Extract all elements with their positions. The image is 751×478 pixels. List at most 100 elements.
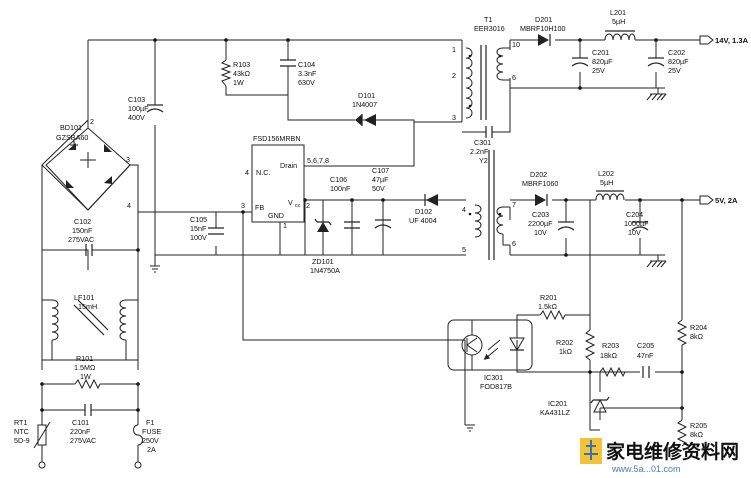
- l202-value: 5µH: [600, 178, 613, 187]
- r204-ref: R204: [690, 323, 707, 332]
- t1-pin10: 10: [512, 40, 520, 49]
- f1-rating: 250V: [142, 436, 159, 445]
- zd101-ref: ZD101: [312, 257, 334, 266]
- capacitor-c301: C301 2.2nF Y2: [462, 88, 511, 165]
- r202-value: 1kΩ: [559, 347, 573, 356]
- ic101-pin1: 1: [283, 221, 287, 230]
- c107-rating: 50V: [372, 184, 385, 193]
- c201-value: 820µF: [592, 57, 613, 66]
- diode-d202: D202 MBRF1060: [522, 170, 558, 206]
- lf101-value: 15mH: [78, 302, 97, 311]
- ic101-drain: Drain: [280, 161, 297, 170]
- d102-ref: D102: [415, 207, 432, 216]
- r201-ref: R201: [540, 293, 557, 302]
- watermark-brand: 家电维修资料网: [606, 440, 739, 463]
- c103-ref: C103: [128, 95, 145, 104]
- c102-rating: 275VAC: [68, 235, 94, 244]
- ic-fsd156mrbn: FSD156MRBN N.C. Drain 5,6,7,8 FB V cc GN…: [241, 134, 390, 230]
- ic201-part: KA431LZ: [540, 408, 571, 417]
- t1-pin6: 6: [512, 73, 516, 82]
- ic101-vcc: V: [288, 198, 293, 207]
- c106-value: 100nF: [330, 184, 351, 193]
- capacitor-c104: C104 3.3nF 630V: [280, 59, 317, 87]
- d202-part: MBRF1060: [522, 179, 558, 188]
- resistor-r101: R101 1.5MΩ 1W: [74, 354, 101, 390]
- r202-ref: R202: [556, 338, 573, 347]
- c106-ref: C106: [330, 175, 347, 184]
- ntc-rt1: RT1 NTC 5D-9: [14, 418, 51, 449]
- ic201-ref: IC201: [548, 399, 567, 408]
- c107-value: 47µF: [372, 175, 389, 184]
- shunt-regulator-ic201: IC201 KA431LZ: [540, 395, 610, 431]
- inductor-l202: L202 5µH: [590, 169, 625, 201]
- r201-value: 1.5kΩ: [538, 302, 558, 311]
- ic101-pin3: 3: [241, 201, 245, 210]
- capacitor-c205: C205 47nF: [637, 341, 654, 378]
- c201-ref: C201: [592, 48, 609, 57]
- c102-ref: C102: [74, 217, 91, 226]
- c103-value: 100µF: [128, 104, 149, 113]
- ic101-vcc-sub: cc: [295, 203, 301, 209]
- c104-value: 3.3nF: [298, 69, 317, 78]
- capacitor-c201: C201 820µF 25V: [571, 48, 613, 75]
- r203-value: 18kΩ: [600, 351, 618, 360]
- r101-rating: 1W: [80, 372, 91, 381]
- resistor-r205: R205 8kΩ: [676, 419, 707, 447]
- d201-part: MBRF10H100: [520, 24, 566, 33]
- c203-value: 2200µF: [528, 219, 553, 228]
- t1-ref: T1: [484, 15, 492, 24]
- c202-ref: C202: [668, 48, 685, 57]
- resistor-r203: R203 18kΩ: [599, 341, 626, 378]
- c204-value: 1000µF: [624, 219, 649, 228]
- t1-pin2: 2: [452, 71, 456, 80]
- t1-part: EER3016: [474, 24, 505, 33]
- c107-ref: C107: [372, 166, 389, 175]
- ground-14v: [646, 88, 667, 101]
- zd101-part: 1N4750A: [310, 266, 340, 275]
- ic101-nc: N.C.: [256, 168, 270, 177]
- r204-value: 8kΩ: [690, 332, 704, 341]
- capacitor-c101: C101 220nF 275VAC: [70, 404, 100, 445]
- rt1-type: NTC: [14, 427, 29, 436]
- l201-ref: L201: [610, 8, 626, 17]
- capacitor-c202: C202 820µF 25V: [647, 48, 689, 75]
- capacitor-c107: C107 47µF 50V: [372, 166, 392, 229]
- rt1-part: 5D-9: [14, 436, 30, 445]
- capacitor-c106: C106 100nF: [330, 175, 360, 229]
- c104-rating: 630V: [298, 78, 315, 87]
- d101-part: 1N4007: [352, 100, 377, 109]
- zener-zd101: ZD101 1N4750A: [310, 210, 340, 275]
- l202-ref: L202: [598, 169, 614, 178]
- c102-value: 150nF: [72, 226, 93, 235]
- ic101-gnd: GND: [268, 211, 284, 220]
- resistor-r204: R204 8kΩ: [676, 319, 707, 346]
- ac-input-terminals: [38, 461, 142, 469]
- d102-part: UF 4004: [409, 216, 437, 225]
- ic101-fb: FB: [255, 203, 264, 212]
- c204-rating: 10V: [628, 228, 641, 237]
- t1-pin3: 3: [452, 113, 456, 122]
- c101-ref: C101: [72, 418, 89, 427]
- ground-5v: [646, 255, 667, 268]
- t1-pin6-b: 6: [512, 239, 516, 248]
- c203-ref: C203: [532, 210, 549, 219]
- c301-class: Y2: [479, 156, 488, 165]
- c101-rating: 275VAC: [70, 436, 96, 445]
- ic301-ref: IC301: [484, 373, 503, 382]
- c103-rating: 400V: [128, 113, 145, 122]
- capacitor-c105: C105 15nF 100V: [190, 215, 224, 242]
- c105-rating: 100V: [190, 233, 207, 242]
- ic301-part: FOD817B: [480, 382, 512, 391]
- resistor-r201: R201 1.5kΩ: [538, 293, 566, 321]
- c105-ref: C105: [190, 215, 207, 224]
- c204-ref: C204: [626, 210, 643, 219]
- inductor-l201: L201 5µH: [604, 8, 636, 41]
- ic101-part: FSD156MRBN: [253, 134, 301, 143]
- c101-value: 220nF: [70, 427, 91, 436]
- capacitor-c102: C102 150nF 275VAC: [68, 217, 105, 256]
- bd101-part: GZSBA60: [56, 133, 88, 142]
- c301-ref: C301: [474, 138, 491, 147]
- t1-pin5: 5: [462, 245, 466, 254]
- out2-label: 5V, 2A: [715, 196, 738, 205]
- t1-pin1: 1: [452, 45, 456, 54]
